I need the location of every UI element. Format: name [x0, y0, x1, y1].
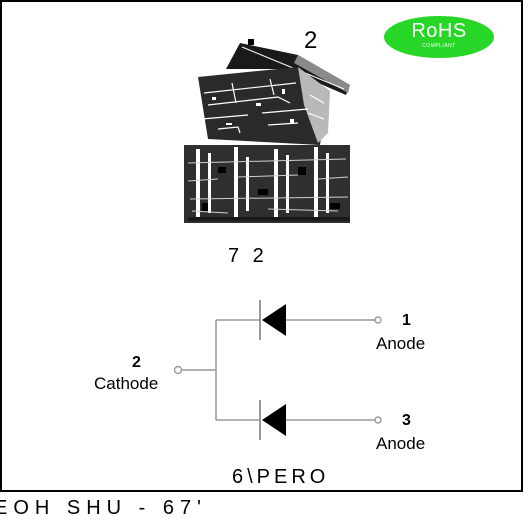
pin-3-name: Anode: [376, 434, 426, 453]
figure-frame: [0, 0, 523, 492]
figure-caption: EOH SHU - 67': [0, 497, 207, 519]
pin-3-number: 3: [402, 412, 411, 429]
symbol-label: 6\PERO: [232, 466, 330, 488]
photo-label: 2: [304, 27, 318, 54]
diode-bottom-icon: [262, 404, 286, 436]
pin-1-name: Anode: [376, 334, 426, 353]
pin-1-number: 1: [402, 312, 411, 329]
pin-2-name: Cathode: [94, 374, 159, 393]
package-photo: [178, 33, 356, 225]
rohs-badge: RoHS COMPLIANT: [384, 16, 494, 58]
rohs-text: RoHS: [411, 20, 467, 42]
diode-top-icon: [262, 304, 286, 336]
package-photo-image: [184, 39, 350, 225]
schematic-wires: [173, 300, 382, 440]
rohs-subtext: COMPLIANT: [422, 43, 456, 49]
package-label: 7 2: [228, 245, 268, 267]
pin-2-number: 2: [132, 354, 141, 371]
diode-schematic: 1 Anode 2 Cathode 3 Anode: [86, 292, 456, 462]
